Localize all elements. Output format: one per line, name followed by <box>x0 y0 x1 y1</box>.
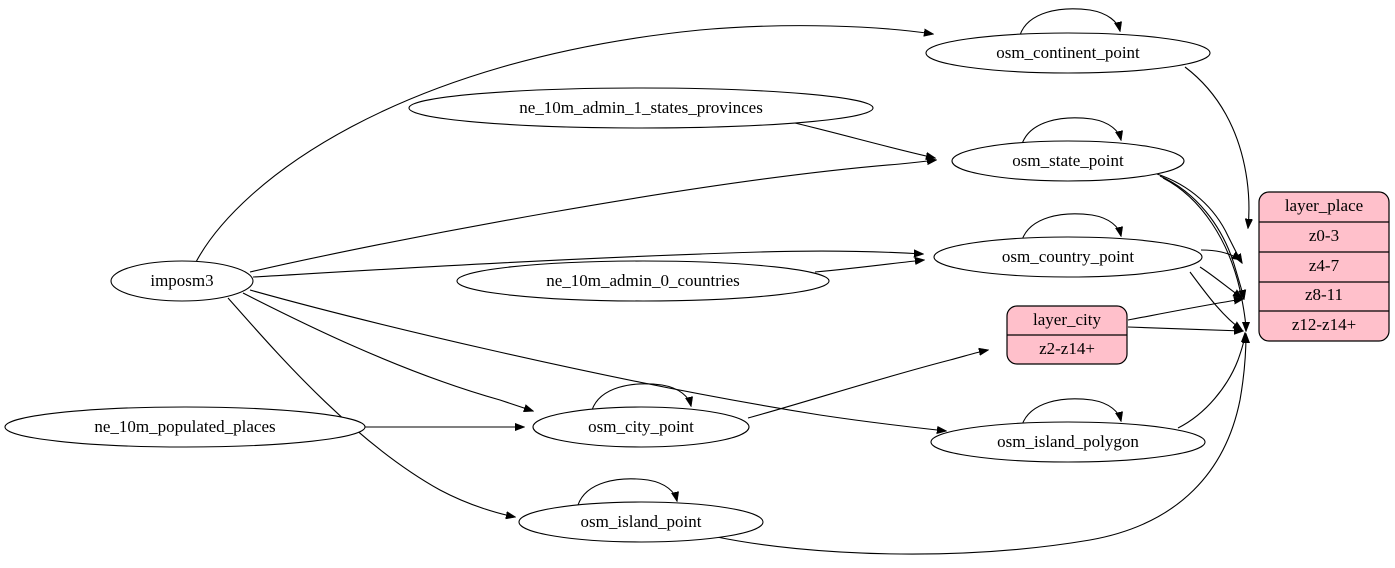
node-label-ne-10m-admin-1-states-provinces: ne_10m_admin_1_states_provinces <box>519 98 763 117</box>
node-layer: imposm3 ne_10m_admin_1_states_provinces … <box>4 32 1390 543</box>
layer-city-title: layer_city <box>1033 310 1101 329</box>
self-loop-osm-island-polygon <box>1021 398 1121 426</box>
edge-ne-admin1-to-osm-state-point <box>794 122 935 158</box>
edge-imposm3-to-osm-continent-point <box>195 25 933 263</box>
node-ne-10m-populated-places[interactable]: ne_10m_populated_places <box>4 406 366 448</box>
self-loop-osm-island-point <box>577 478 677 506</box>
edge-imposm3-to-osm-island-point <box>227 297 515 517</box>
self-loop-osm-city-point <box>591 383 691 411</box>
edge-imposm3-to-osm-state-point <box>249 160 936 273</box>
node-osm-country-point[interactable]: osm_country_point <box>933 236 1203 278</box>
edge-imposm3-to-osm-city-point <box>242 292 533 411</box>
node-osm-continent-point[interactable]: osm_continent_point <box>925 32 1211 74</box>
edge-osm-island-polygon-to-layer-place-z12-z14 <box>1177 333 1245 429</box>
node-label-osm-city-point: osm_city_point <box>588 417 694 436</box>
edge-osm-city-point-to-layer-city <box>747 350 988 419</box>
edge-layer <box>195 8 1249 555</box>
node-osm-city-point[interactable]: osm_city_point <box>532 406 750 448</box>
layer-place-row-z12-z14: z12-z14+ <box>1292 315 1356 334</box>
layer-city-row-z2-z14: z2-z14+ <box>1039 339 1095 358</box>
edge-osm-state-point-to-layer-place-z12-z14 <box>1162 177 1246 331</box>
layer-place-title: layer_place <box>1285 196 1363 215</box>
edge-osm-continent-point-to-layer-place-z0-3 <box>1184 66 1249 228</box>
node-layer-city[interactable]: layer_city z2-z14+ <box>1006 305 1128 365</box>
edge-imposm3-to-osm-country-point <box>252 251 923 278</box>
node-osm-island-point[interactable]: osm_island_point <box>518 501 764 543</box>
edge-layer-city-to-layer-place-z12-z14 <box>1127 326 1243 331</box>
node-label-osm-island-point: osm_island_point <box>581 512 702 531</box>
self-loop-osm-state-point <box>1021 117 1121 145</box>
node-osm-island-polygon[interactable]: osm_island_polygon <box>930 421 1206 463</box>
node-layer-place[interactable]: layer_place z0-3 z4-7 z8-11 z12-z14+ <box>1258 191 1390 342</box>
edge-ne-admin0-to-osm-country-point <box>814 260 924 273</box>
self-loop-osm-country-point <box>1021 213 1121 241</box>
layer-place-row-z0-3: z0-3 <box>1309 226 1339 245</box>
edge-imposm3-to-osm-island-polygon <box>249 289 946 431</box>
edge-osm-country-point-to-layer-place-z8-11 <box>1199 266 1242 298</box>
node-label-osm-island-polygon: osm_island_polygon <box>997 432 1139 451</box>
node-label-imposm3: imposm3 <box>150 271 213 290</box>
layer-place-row-z8-11: z8-11 <box>1305 285 1343 304</box>
edge-osm-state-point-to-layer-place-z8-11 <box>1159 175 1244 299</box>
node-ne-10m-admin-1-states-provinces[interactable]: ne_10m_admin_1_states_provinces <box>408 87 874 129</box>
node-label-ne-10m-populated-places: ne_10m_populated_places <box>94 417 275 436</box>
node-osm-state-point[interactable]: osm_state_point <box>951 140 1185 182</box>
self-loop-osm-continent-point <box>1019 8 1120 36</box>
edge-osm-country-point-to-layer-place-z4-7 <box>1200 249 1241 260</box>
edge-layer-city-to-layer-place-z8-11 <box>1127 299 1243 321</box>
node-label-osm-state-point: osm_state_point <box>1012 151 1124 170</box>
node-ne-10m-admin-0-countries[interactable]: ne_10m_admin_0_countries <box>456 260 830 302</box>
edge-osm-island-point-to-layer-place-z12-z14 <box>716 334 1246 555</box>
node-imposm3[interactable]: imposm3 <box>110 260 254 302</box>
edge-osm-country-point-to-layer-place-z12-z14 <box>1189 271 1242 330</box>
node-label-osm-country-point: osm_country_point <box>1002 247 1134 266</box>
node-label-osm-continent-point: osm_continent_point <box>996 43 1140 62</box>
layer-place-row-z4-7: z4-7 <box>1309 256 1340 275</box>
node-label-ne-10m-admin-0-countries: ne_10m_admin_0_countries <box>546 271 740 290</box>
